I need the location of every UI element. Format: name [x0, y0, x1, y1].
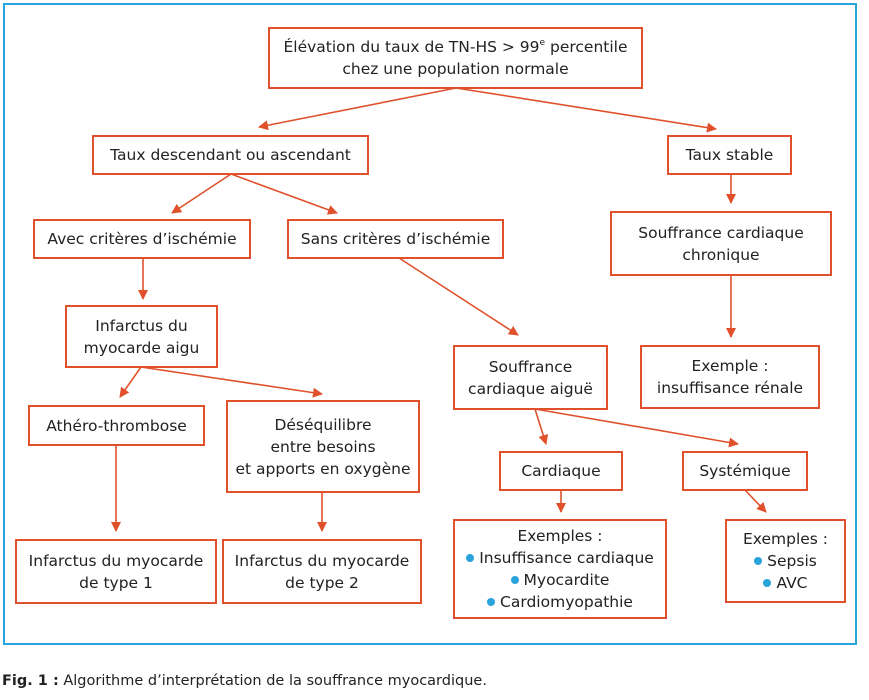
node-exemples-cardiaque: Exemples : Insuffisance cardiaque Myocar… [453, 519, 667, 619]
node-elevation-line1: Élévation du taux de TN-HS > 99e percent… [283, 38, 628, 56]
arrow-elevation-to-stable [455, 87, 717, 133]
list-item: Cardiomyopathie [487, 591, 633, 613]
node-infarctus-type-2: Infarctus du myocarde de type 2 [222, 539, 422, 604]
caption-text: Algorithme d’interprétation de la souffr… [58, 673, 487, 689]
node-athero-thrombose: Athéro-thrombose [28, 405, 205, 446]
arrow-infarctus-to-desequilibre [140, 366, 323, 398]
node-avec-criteres-ischemie: Avec critères d’ischémie [33, 219, 251, 259]
node-exemple-insuffisance-renale: Exemple : insuffisance rénale [640, 345, 820, 409]
list-item: Insuffisance cardiaque [466, 547, 654, 569]
bullet-icon [510, 576, 519, 584]
node-systemique: Systémique [682, 451, 808, 491]
caption-label: Fig. 1 : [2, 673, 59, 689]
node-cardiaque: Cardiaque [499, 451, 623, 491]
node-taux-descendant-ascendant: Taux descendant ou ascendant [92, 135, 369, 175]
node-infarctus-aigu: Infarctus du myocarde aigu [65, 305, 218, 368]
list-item: Sepsis [754, 550, 817, 572]
node-elevation-line2: chez une population normale [342, 60, 569, 78]
arrow-aigue-to-systemique [534, 408, 739, 448]
node-souffrance-aigue: Souffrance cardiaque aiguë [453, 345, 608, 410]
arrow-desc-to-avec [171, 173, 232, 214]
bullet-icon [466, 554, 475, 562]
list-item: AVC [763, 572, 808, 594]
arrow-sans-to-aigue [398, 257, 519, 336]
node-taux-stable: Taux stable [667, 135, 792, 175]
node-infarctus-type-1: Infarctus du myocarde de type 1 [15, 539, 217, 604]
node-souffrance-chronique: Souffrance cardiaque chronique [610, 211, 832, 276]
bullet-icon [487, 598, 496, 606]
bullet-icon [763, 579, 772, 587]
node-exemples-systemique: Exemples : Sepsis AVC [725, 519, 846, 603]
arrow-aigue-to-cardiaque [534, 408, 549, 445]
node-sans-criteres-ischemie: Sans critères d’ischémie [287, 219, 504, 259]
node-desequilibre: Déséquilibre entre besoins et apports en… [226, 400, 420, 493]
list-item: Myocardite [510, 569, 609, 591]
arrow-desc-to-sans [230, 173, 338, 215]
node-elevation-tn-hs: Élévation du taux de TN-HS > 99e percent… [268, 27, 643, 89]
exemples-systemique-heading: Exemples : [742, 530, 829, 548]
exemples-cardiaque-heading: Exemples : [517, 527, 603, 545]
figure-caption: Fig. 1 : Algorithme d’interprétation de … [2, 673, 487, 689]
arrow-systemique-to-exemples [744, 489, 767, 513]
bullet-icon [754, 557, 763, 565]
arrow-infarctus-to-athero [119, 366, 142, 398]
figure-frame [3, 3, 857, 645]
arrow-elevation-to-desc [258, 87, 457, 131]
